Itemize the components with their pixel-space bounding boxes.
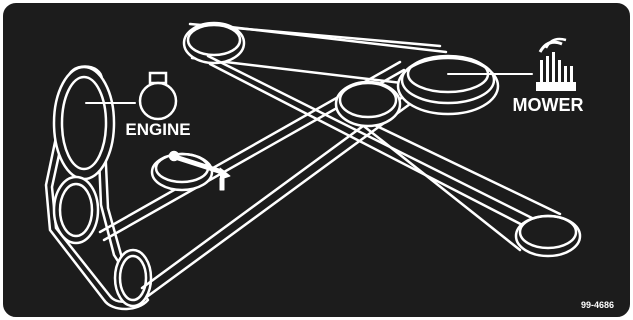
lower-right-pulley [516, 216, 580, 256]
engine-pulley [54, 67, 114, 179]
part-number: 99-4686 [581, 300, 614, 310]
top-left-pulley [184, 23, 244, 63]
mower-pulley [398, 56, 498, 114]
engine-lower-pulley [54, 177, 98, 243]
mower-label: MOWER [513, 95, 584, 115]
engine-label: ENGINE [125, 120, 190, 139]
bottom-pulley [115, 250, 151, 306]
mid-right-pulley [336, 82, 400, 126]
